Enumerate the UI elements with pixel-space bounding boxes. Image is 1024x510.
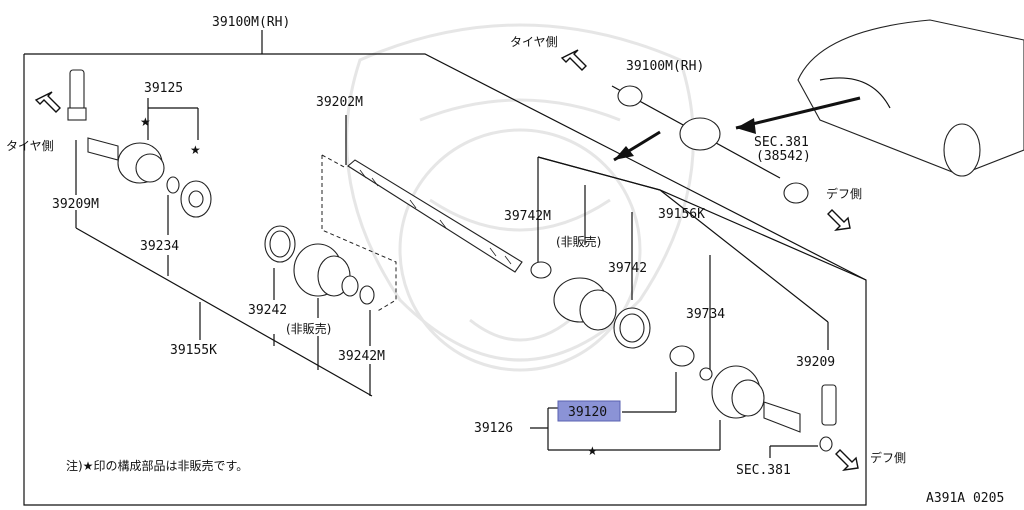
outer-joint-group: [67, 69, 212, 218]
star-icon: ★: [587, 444, 598, 458]
label-39734[interactable]: 39734: [686, 307, 725, 322]
right-boot-group: [530, 261, 837, 452]
figure-code: A391A 0205: [926, 491, 1004, 506]
label-39126[interactable]: 39126: [474, 421, 513, 436]
label-diff-side-bottom: デフ側: [870, 450, 906, 465]
top-arrow-icon: [560, 49, 587, 71]
label-39234[interactable]: 39234: [140, 239, 179, 254]
assembly-frame: [23, 30, 867, 506]
label-main-assembly[interactable]: 39100M(RH): [212, 15, 290, 30]
shaft-39202m: [345, 115, 523, 273]
label-39742[interactable]: 39742: [608, 261, 647, 276]
diff-arrow-bottom-icon: [835, 449, 859, 471]
label-tire-side-top: タイヤ側: [510, 35, 558, 49]
left-boot-group: [264, 225, 375, 305]
star-icon: ★: [190, 143, 201, 157]
inset-vehicle: [611, 19, 1024, 204]
label-inset-assembly[interactable]: 39100M(RH): [626, 59, 704, 74]
left-bracket-lines: [75, 98, 373, 397]
label-39209m[interactable]: 39209M: [52, 197, 99, 212]
label-39742m[interactable]: 39742M: [504, 209, 551, 224]
label-not-sold-2: (非販売): [556, 234, 601, 249]
label-39242m[interactable]: 39242M: [338, 349, 385, 364]
label-39209[interactable]: 39209: [796, 355, 835, 370]
label-not-sold-1: (非販売): [286, 321, 331, 336]
label-39120[interactable]: 39120: [568, 405, 607, 420]
star-icon: ★: [140, 115, 151, 129]
label-39242[interactable]: 39242: [248, 303, 287, 318]
left-arrow-icon: [34, 91, 61, 113]
label-sec381-top[interactable]: SEC.381: [754, 135, 809, 150]
arrows: [613, 96, 861, 162]
boot-dashed-box: [321, 154, 397, 313]
label-39156k[interactable]: 39156K: [658, 207, 705, 222]
watermark-emblem: [345, 23, 695, 372]
label-39155k[interactable]: 39155K: [170, 343, 217, 358]
label-diff-side-top: デフ側: [826, 186, 862, 201]
part-labels: 39100M(RH) 39100M(RH) 39125 39202M 39209…: [6, 15, 1004, 506]
selected-part-highlight[interactable]: [557, 400, 621, 422]
direction-arrows: [34, 49, 859, 471]
inner-frame: [537, 156, 829, 370]
label-tire-side-left: タイヤ側: [6, 139, 54, 153]
label-sec381-bottom[interactable]: SEC.381: [736, 463, 791, 478]
footnote-star: 注)★印の構成部品は非販売です。: [66, 458, 248, 473]
label-39202m[interactable]: 39202M: [316, 95, 363, 110]
star-markers: ★ ★ ★: [140, 115, 598, 458]
diff-arrow-top-icon: [827, 209, 851, 231]
label-sec381-top-sub[interactable]: (38542): [756, 149, 811, 164]
label-39125[interactable]: 39125: [144, 81, 183, 96]
bottom-bracket-lines: [530, 372, 818, 458]
